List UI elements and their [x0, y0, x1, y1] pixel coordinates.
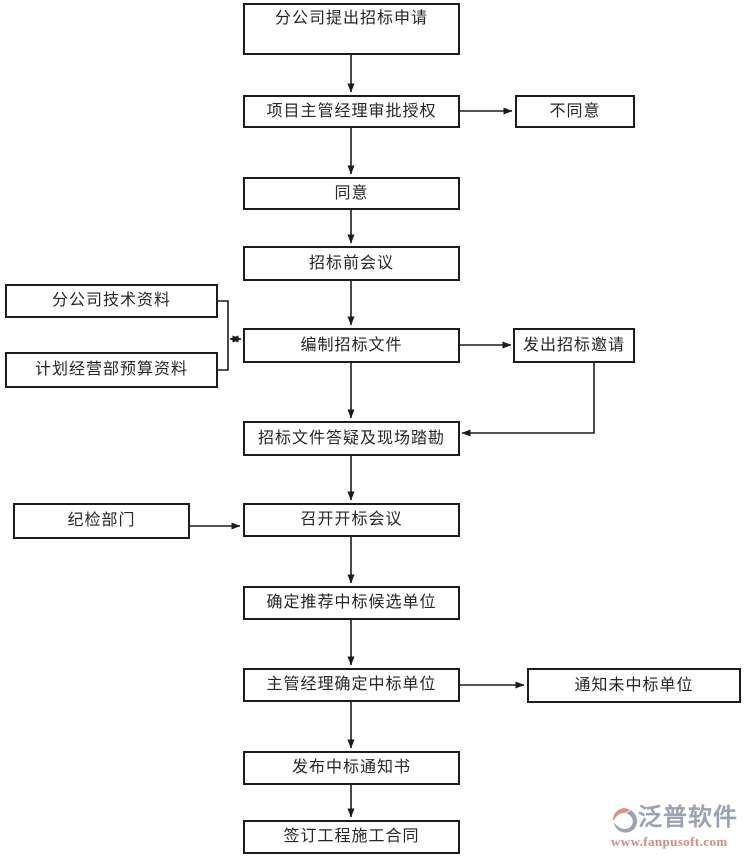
node-send-invitation: 发出招标邀请: [513, 328, 635, 363]
node-confirm-winner: 主管经理确定中标单位: [243, 668, 460, 702]
node-label: 纪检部门: [67, 512, 136, 529]
logo-brand-text: 泛普软件: [638, 805, 738, 831]
fanpu-logo-icon: [612, 808, 638, 833]
node-discipline-dept: 纪检部门: [13, 503, 190, 539]
node-label: 分公司技术资料: [51, 292, 171, 309]
node-publish-notice: 发布中标通知书: [243, 751, 460, 785]
node-notify-losers: 通知未中标单位: [527, 668, 741, 703]
node-qa-site-survey: 招标文件答疑及现场踏勘: [243, 421, 460, 456]
node-tech-data: 分公司技术资料: [5, 284, 218, 318]
connector-invitation-to-qa: [461, 363, 595, 437]
node-label: 发出招标邀请: [522, 336, 625, 354]
node-prepare-documents: 编制招标文件: [243, 328, 460, 363]
node-label: 计划经营部预算资料: [34, 361, 188, 378]
node-label: 召开开标会议: [300, 511, 403, 528]
node-label: 同意: [334, 184, 369, 202]
node-label: 主管经理确定中标单位: [266, 676, 437, 693]
node-label: 项目主管经理审批授权: [266, 102, 437, 120]
node-agree: 同意: [243, 177, 460, 210]
node-label: 通知未中标单位: [574, 676, 694, 694]
node-label: 招标文件答疑及现场踏勘: [257, 429, 445, 447]
node-label: 不同意: [549, 102, 601, 120]
node-submit-application: 分公司提出招标申请: [243, 3, 460, 55]
node-pre-bid-meeting: 招标前会议: [243, 246, 460, 281]
node-label: 发布中标通知书: [291, 759, 411, 776]
bracket-data-sources: [218, 300, 229, 371]
node-label: 分公司提出招标申请: [274, 10, 428, 27]
node-disagree: 不同意: [515, 95, 635, 128]
node-manager-approval: 项目主管经理审批授权: [243, 95, 460, 128]
node-bid-opening: 召开开标会议: [243, 503, 460, 537]
node-label: 编制招标文件: [300, 336, 403, 354]
logo-url-text: www.fanpusoft.com: [611, 834, 728, 849]
node-label: 签订工程施工合同: [283, 828, 420, 845]
node-label: 确定推荐中标候选单位: [266, 594, 437, 611]
node-label: 招标前会议: [308, 254, 394, 272]
node-budget-data: 计划经营部预算资料: [5, 352, 218, 388]
node-candidates: 确定推荐中标候选单位: [243, 586, 460, 620]
fanpu-logo: 泛普软件 www.fanpusoft.com: [611, 804, 743, 852]
node-sign-contract: 签订工程施工合同: [243, 820, 460, 854]
